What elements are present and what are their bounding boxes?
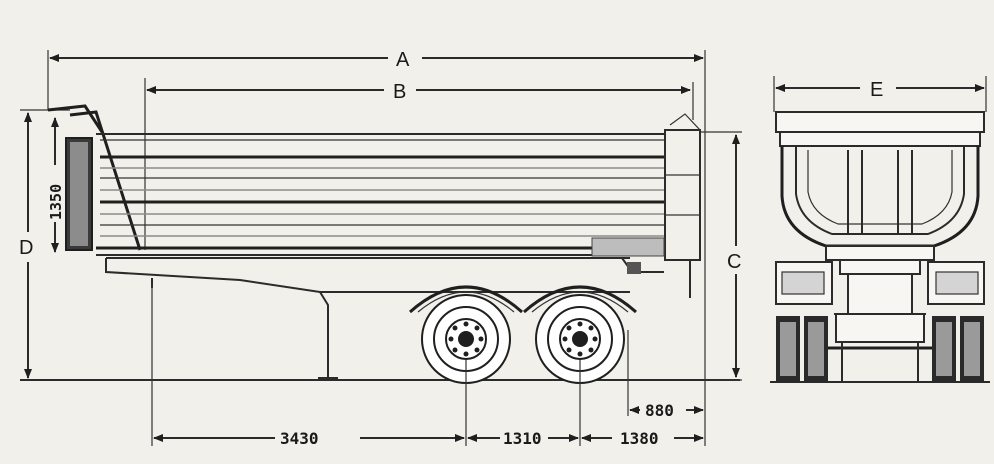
label-rear-axle-to-end: 1380 (620, 429, 659, 448)
label-kingpin-to-axle: 3430 (280, 429, 319, 448)
dimension-chain-bottom: 3430 1310 1380 880 (151, 110, 706, 448)
dimension-a: A (47, 49, 706, 110)
label-e: E (870, 79, 883, 101)
dimension-1350: 1350 (47, 117, 65, 253)
dimension-d: D (19, 109, 70, 379)
label-b: B (393, 81, 406, 103)
chassis (105, 257, 630, 379)
label-a: A (396, 49, 410, 71)
rear-left-wheels (776, 316, 828, 382)
axle-2 (523, 285, 637, 384)
dimension-c: C (700, 131, 742, 381)
label-wall-height: 1350 (47, 184, 65, 220)
rear-right-wheels (932, 316, 984, 382)
side-view: A B D 1350 (19, 49, 742, 448)
rear-view: E (770, 76, 990, 383)
dimension-e: E (773, 76, 987, 112)
axle-1 (409, 285, 523, 384)
label-c: C (727, 251, 741, 273)
label-rear-overhang: 880 (645, 401, 674, 420)
label-axle-spacing: 1310 (503, 429, 542, 448)
dimension-b: B (144, 78, 694, 250)
label-d: D (19, 237, 33, 259)
tipper-body (47, 104, 701, 298)
